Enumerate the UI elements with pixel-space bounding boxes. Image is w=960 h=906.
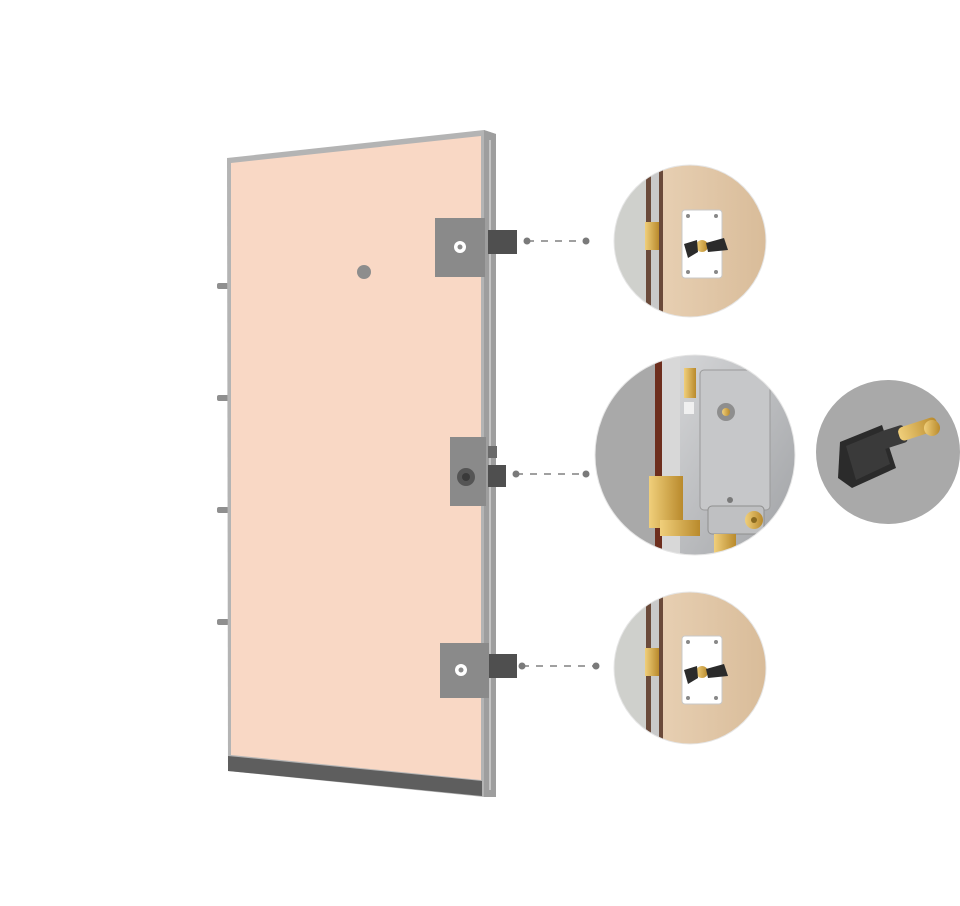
- detail-circle-bottom: [614, 592, 766, 744]
- key-cylinder-icon: [696, 666, 708, 678]
- connectors: [516, 240, 596, 667]
- hinge: [217, 619, 229, 625]
- detail-circle-key: [816, 380, 960, 524]
- key-icon: [706, 664, 728, 678]
- key-cylinder-icon: [696, 240, 708, 252]
- detail-circle-middle: [595, 355, 795, 555]
- middle-lock-plate: [450, 437, 506, 506]
- latch-bolt: [649, 476, 683, 528]
- key-icon: [706, 238, 728, 252]
- door-bottom-seal: [228, 756, 482, 796]
- top-lock-plate: [435, 218, 517, 277]
- door-face: [231, 136, 481, 780]
- top-bolt: [488, 230, 517, 254]
- bottom-lock-plate: [440, 643, 517, 698]
- middle-bolt: [488, 465, 506, 487]
- detail-circle-top: [614, 165, 766, 317]
- hinge: [217, 395, 229, 401]
- door: [217, 130, 517, 797]
- hinge: [217, 507, 229, 513]
- hinges: [217, 283, 229, 625]
- door-knob: [357, 265, 371, 279]
- security-key-icon: [838, 417, 940, 488]
- bottom-bolt: [489, 654, 517, 678]
- hinge: [217, 283, 229, 289]
